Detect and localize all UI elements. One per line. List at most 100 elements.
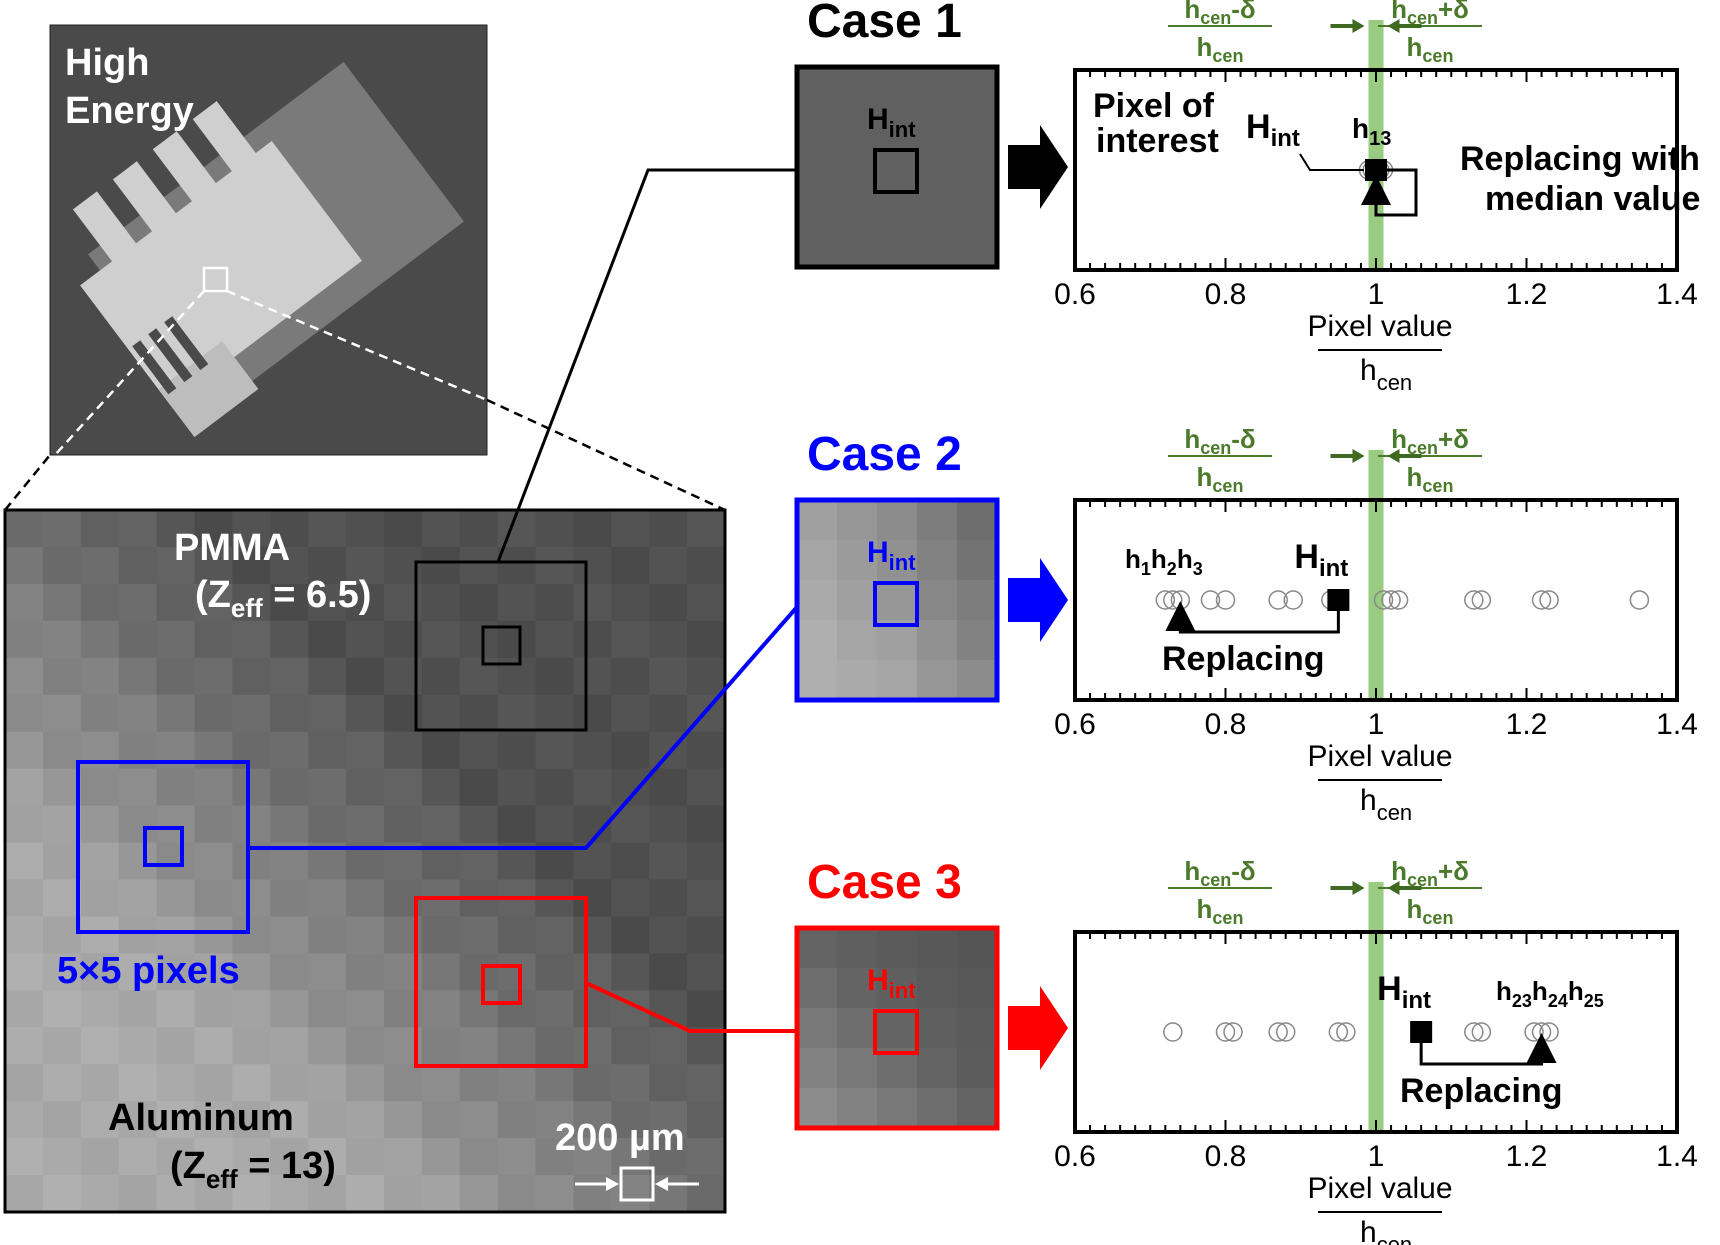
h13-label: h13 — [1352, 113, 1391, 150]
neighbor-point — [1328, 1022, 1349, 1042]
replacing-label: Replacing — [1400, 1072, 1562, 1110]
x-axis-label-denominator: hcen — [1360, 784, 1412, 825]
case-3-thumbnail: Hint Case 3 — [794, 856, 1068, 1131]
neighbor-point — [1268, 590, 1288, 610]
tick-label: 1.2 — [1506, 708, 1548, 741]
case-2-arrow — [1008, 558, 1068, 642]
tick-label: 1.2 — [1506, 1140, 1548, 1173]
neighbor-point — [1275, 1022, 1296, 1042]
threshold-right-numerator: hcen+δ — [1391, 0, 1469, 28]
scalebar-box — [619, 1166, 655, 1202]
neighbor-point — [1464, 1022, 1484, 1042]
threshold-band — [1368, 882, 1384, 1132]
tick-label: 0.6 — [1054, 278, 1096, 311]
threshold-left-denominator: hcen — [1197, 894, 1244, 928]
tick-label: 1 — [1368, 1140, 1385, 1173]
threshold-right-denominator: hcen — [1407, 462, 1454, 496]
hint-annotation: Hint — [1377, 970, 1431, 1014]
neighbor-point — [1539, 590, 1559, 610]
pmma-zeff: (Zeff = 6.5) — [195, 574, 371, 623]
tick-label: 0.8 — [1205, 1140, 1247, 1173]
annotation-pixel-of: Pixel of — [1093, 87, 1215, 125]
window-case1 — [414, 560, 588, 732]
aluminum-label: Aluminum — [108, 1097, 294, 1139]
tick-label: 1 — [1368, 278, 1385, 311]
neighbor-point — [1200, 590, 1221, 610]
case-1-title: Case 1 — [807, 0, 962, 48]
case-1-arrow — [1008, 125, 1068, 209]
tick-label: 0.8 — [1205, 278, 1247, 311]
case-3-arrow — [1008, 986, 1068, 1070]
case-1-center-pixel — [873, 148, 919, 194]
case-2-hint-label: Hint — [867, 536, 916, 575]
threshold-left-denominator: hcen — [1197, 32, 1244, 66]
case-2-title: Case 2 — [807, 428, 962, 481]
threshold-right-denominator: hcen — [1407, 894, 1454, 928]
case-2-center-pixel — [873, 581, 919, 627]
pixel-case3 — [481, 964, 522, 1005]
overview-label-line1: High — [65, 42, 149, 84]
neighbor-point — [1163, 1022, 1183, 1042]
overview-label-line2: Energy — [65, 90, 194, 132]
threshold-right-denominator: hcen — [1407, 32, 1454, 66]
tick-label: 1.4 — [1656, 278, 1698, 311]
threshold-left-numerator: hcen-δ — [1184, 856, 1255, 890]
neighbor-point — [1373, 590, 1394, 610]
case-3-title: Case 3 — [807, 856, 962, 909]
tick-label: 1.4 — [1656, 708, 1698, 741]
x-axis-label: Pixel value — [1307, 1172, 1452, 1205]
x-axis-label-denominator: hcen — [1360, 354, 1412, 395]
pixel-case1 — [481, 625, 522, 666]
scalebar-label: 200 µm — [555, 1117, 685, 1159]
tick-label: 1.4 — [1656, 1140, 1698, 1173]
case-3-center-pixel — [873, 1009, 919, 1055]
threshold-left-numerator: hcen-δ — [1184, 424, 1255, 458]
annotation-median-value: median value — [1485, 180, 1700, 218]
case-3-hint-label: Hint — [867, 964, 916, 1003]
case-1-hint-label: Hint — [867, 103, 916, 142]
neighbor-point — [1283, 590, 1303, 610]
neighbor-point — [1155, 590, 1176, 610]
neighbor-point — [1268, 1022, 1288, 1042]
neighbor-point — [1223, 1022, 1243, 1042]
threshold-right-numerator: hcen+δ — [1391, 424, 1469, 458]
x-axis-label: Pixel value — [1307, 740, 1452, 773]
window-size-label: 5×5 pixels — [57, 950, 240, 992]
threshold-left-denominator: hcen — [1197, 462, 1244, 496]
neighbor-group-label: h23h24h25 — [1496, 976, 1604, 1011]
replacing-label: Replacing — [1162, 640, 1324, 678]
h-int-point — [1365, 159, 1387, 181]
zoom-image: PMMA (Zeff = 6.5) Aluminum (Zeff = 13) 5… — [3, 508, 727, 1214]
h-int-point — [1410, 1021, 1433, 1043]
case-1-thumbnail: Hint Case 1 — [794, 0, 1068, 270]
threshold-band — [1368, 450, 1384, 700]
tick-label: 0.6 — [1054, 1140, 1096, 1173]
threshold-right-numerator: hcen+δ — [1391, 856, 1469, 890]
connector-case3 — [585, 981, 797, 1033]
case-2-thumbnail: Hint Case 2 — [794, 428, 1068, 703]
connector-case1 — [496, 168, 802, 563]
neighbor-group-label: h1h2h3 — [1125, 544, 1203, 579]
threshold-left-numerator: hcen-δ — [1184, 0, 1255, 28]
aluminum-zeff: (Zeff = 13) — [170, 1145, 336, 1194]
x-axis-label: Pixel value — [1307, 310, 1452, 343]
tick-label: 0.8 — [1205, 708, 1247, 741]
hint-annotation: Hint — [1246, 108, 1300, 152]
neighbor-point — [1629, 590, 1650, 610]
window-case3 — [414, 896, 588, 1068]
neighbor-point — [1531, 1022, 1552, 1042]
neighbor-point — [1471, 590, 1492, 610]
x-axis-label-denominator: hcen — [1360, 1216, 1412, 1245]
hint-annotation: Hint — [1294, 538, 1348, 582]
tick-label: 1.2 — [1506, 278, 1548, 311]
neighbor-point — [1215, 590, 1236, 610]
neighbor-point — [1464, 590, 1484, 610]
neighbor-point — [1388, 590, 1409, 610]
pixel-case2 — [143, 826, 184, 867]
neighbor-point — [1336, 1022, 1356, 1042]
neighbor-point — [1215, 1022, 1236, 1042]
roi-marker — [202, 266, 229, 293]
overview-image: High Energy — [49, 24, 488, 456]
